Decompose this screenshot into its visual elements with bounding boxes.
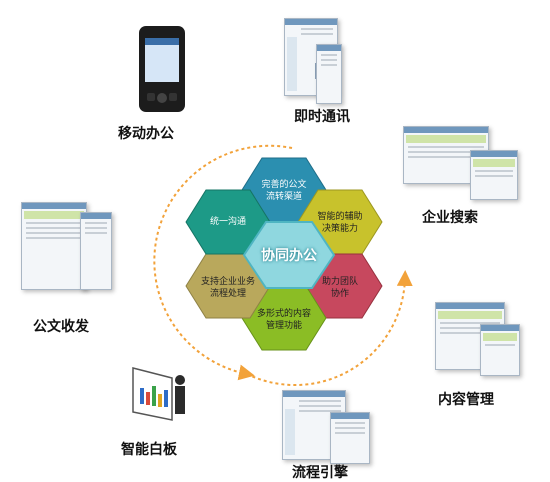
whiteboard-icon	[132, 367, 185, 421]
document-screenshot-thumb	[21, 202, 87, 290]
document-label: 公文收发	[33, 319, 89, 335]
mobile-office-label: 移动办公	[118, 126, 174, 142]
phone-icon	[139, 26, 185, 112]
search-screenshot-thumb-2	[470, 150, 518, 200]
document-screenshot-thumb-2	[80, 212, 112, 290]
workflow-engine-label: 流程引擎	[292, 465, 348, 481]
hexagon-center	[242, 221, 336, 289]
im-label: 即时通讯	[294, 109, 350, 125]
im-screenshot-thumb-2	[316, 44, 342, 104]
cycle-arrow-left	[153, 144, 293, 381]
workflow-screenshot-thumb-2	[330, 412, 370, 464]
enterprise-search-label: 企业搜索	[422, 210, 478, 226]
center-label: 协同办公	[261, 248, 317, 264]
cycle-arrow-right	[246, 270, 413, 387]
whiteboard-label: 智能白板	[121, 442, 177, 458]
content-management-label: 内容管理	[438, 392, 494, 408]
content-screenshot-thumb-2	[480, 324, 520, 376]
